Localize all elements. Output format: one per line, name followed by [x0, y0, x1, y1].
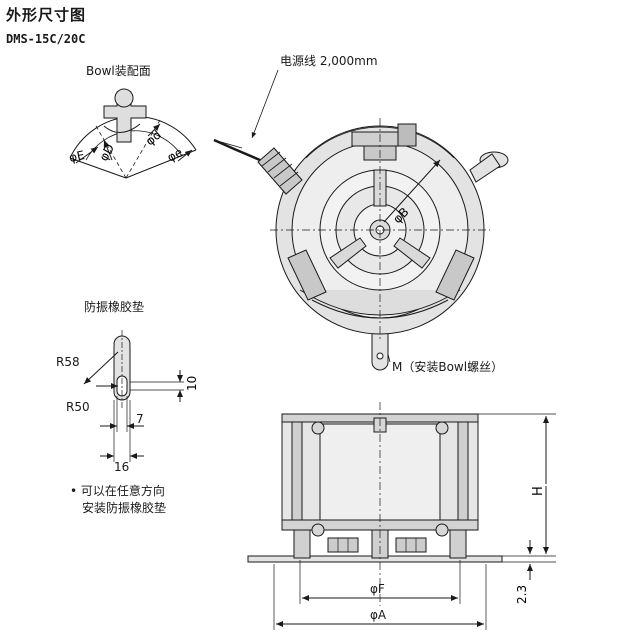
model-number: DMS-15C/20C	[6, 32, 86, 46]
bowl-mount-title: Bowl装配面	[86, 64, 151, 78]
phi-d-upper-label: φD	[96, 142, 117, 164]
mounting-note: • 可以在任意方向 安装防振橡胶垫	[70, 483, 166, 517]
dim-7-label: 7	[136, 412, 144, 426]
height-label: H	[531, 486, 546, 496]
bowl-mount-diagram	[69, 88, 197, 179]
cable-length-label: 电源线 2,000mm	[280, 54, 378, 68]
page-title: 外形尺寸图	[6, 6, 87, 24]
phi-e-lower-label: φe	[165, 145, 185, 165]
note-line-2: 安装防振橡胶垫	[82, 501, 167, 515]
rubber-pad-title: 防振橡胶垫	[84, 300, 145, 314]
note-bullet: •	[70, 484, 78, 498]
note-line-1: 可以在任意方向	[80, 484, 165, 498]
top-view-diagram	[213, 69, 509, 371]
phi-f-label: φF	[370, 582, 385, 596]
phi-a-label: φA	[370, 608, 387, 622]
side-view-diagram	[247, 402, 556, 630]
rubber-pad-diagram	[83, 330, 184, 462]
dim-16-label: 16	[114, 460, 130, 474]
dim-10-label: 10	[185, 376, 199, 391]
bowl-screw-label: M（安装Bowl螺丝）	[392, 360, 504, 374]
phi-d-lower-label: φd	[143, 128, 164, 149]
base-thickness-label: 2.3	[515, 585, 529, 604]
radius-58-label: R58	[56, 355, 80, 369]
radius-50-label: R50	[66, 400, 90, 414]
phi-e-upper-label: φE	[68, 148, 86, 165]
